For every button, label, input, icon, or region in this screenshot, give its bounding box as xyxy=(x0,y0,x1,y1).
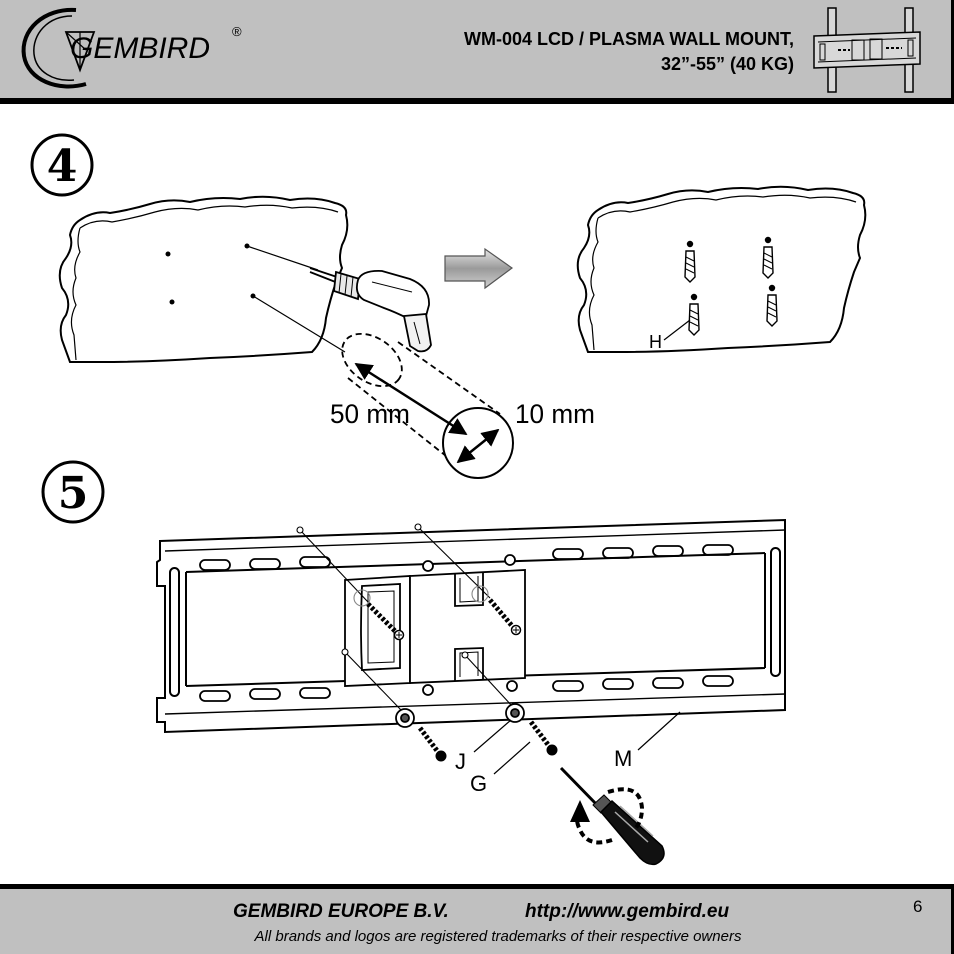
registered-mark: ® xyxy=(232,24,242,39)
leader-m xyxy=(637,711,681,751)
mounting-holes xyxy=(422,554,518,696)
washers xyxy=(395,703,525,728)
page-header: GEMBIRD ® WM-004 LCD / PLASMA WALL MOUNT… xyxy=(0,0,954,104)
step-4-number: 4 xyxy=(47,141,78,192)
hole-dimension-detail xyxy=(341,332,514,479)
wall-anchor-icon xyxy=(684,236,778,336)
title-line-2: 32”-55” (40 KG) xyxy=(660,54,794,74)
page-title: WM-004 LCD / PLASMA WALL MOUNT, 32”-55” … xyxy=(464,27,794,77)
screwdriver-icon xyxy=(559,766,665,866)
page-footer: GEMBIRD EUROPE B.V. http://www.gembird.e… xyxy=(0,884,954,954)
step-5-number: 5 xyxy=(58,468,89,519)
footer-trademark: All brands and logos are registered trad… xyxy=(254,928,742,945)
alignment-lines xyxy=(296,523,513,712)
anchor-leader-line xyxy=(663,319,691,341)
part-label-g: G xyxy=(470,771,487,796)
depth-dimension-label: 50 mm xyxy=(330,399,410,429)
footer-url: http://www.gembird.eu xyxy=(525,901,730,922)
step-4-badge: 4 xyxy=(30,133,94,197)
rotate-arrow-head xyxy=(570,800,590,822)
bolts xyxy=(418,720,558,762)
footer-company: GEMBIRD EUROPE B.V. xyxy=(233,901,449,922)
part-label-h: H xyxy=(649,332,662,352)
wall-mount-icon xyxy=(813,7,921,93)
wall-slab-anchors xyxy=(576,185,867,353)
hole-leader-lines xyxy=(246,245,346,353)
leader-j xyxy=(473,719,512,753)
rail-slots xyxy=(199,544,734,702)
central-wall-plate xyxy=(344,569,526,687)
title-line-1: WM-004 LCD / PLASMA WALL MOUNT, xyxy=(464,29,794,49)
gembird-logo-icon: GEMBIRD ® xyxy=(21,7,242,89)
arrow-right-icon xyxy=(444,247,514,290)
leader-g xyxy=(493,741,531,775)
logo-text: GEMBIRD xyxy=(70,32,210,65)
diameter-dimension-label: 10 mm xyxy=(515,399,595,429)
part-label-j: J xyxy=(455,749,466,774)
drill-icon xyxy=(309,267,432,353)
part-label-m: M xyxy=(614,746,632,771)
step-5-badge: 5 xyxy=(41,460,105,524)
wall-screws xyxy=(366,598,522,641)
page-number: 6 xyxy=(913,897,923,916)
wall-slab-drilling xyxy=(58,195,349,363)
